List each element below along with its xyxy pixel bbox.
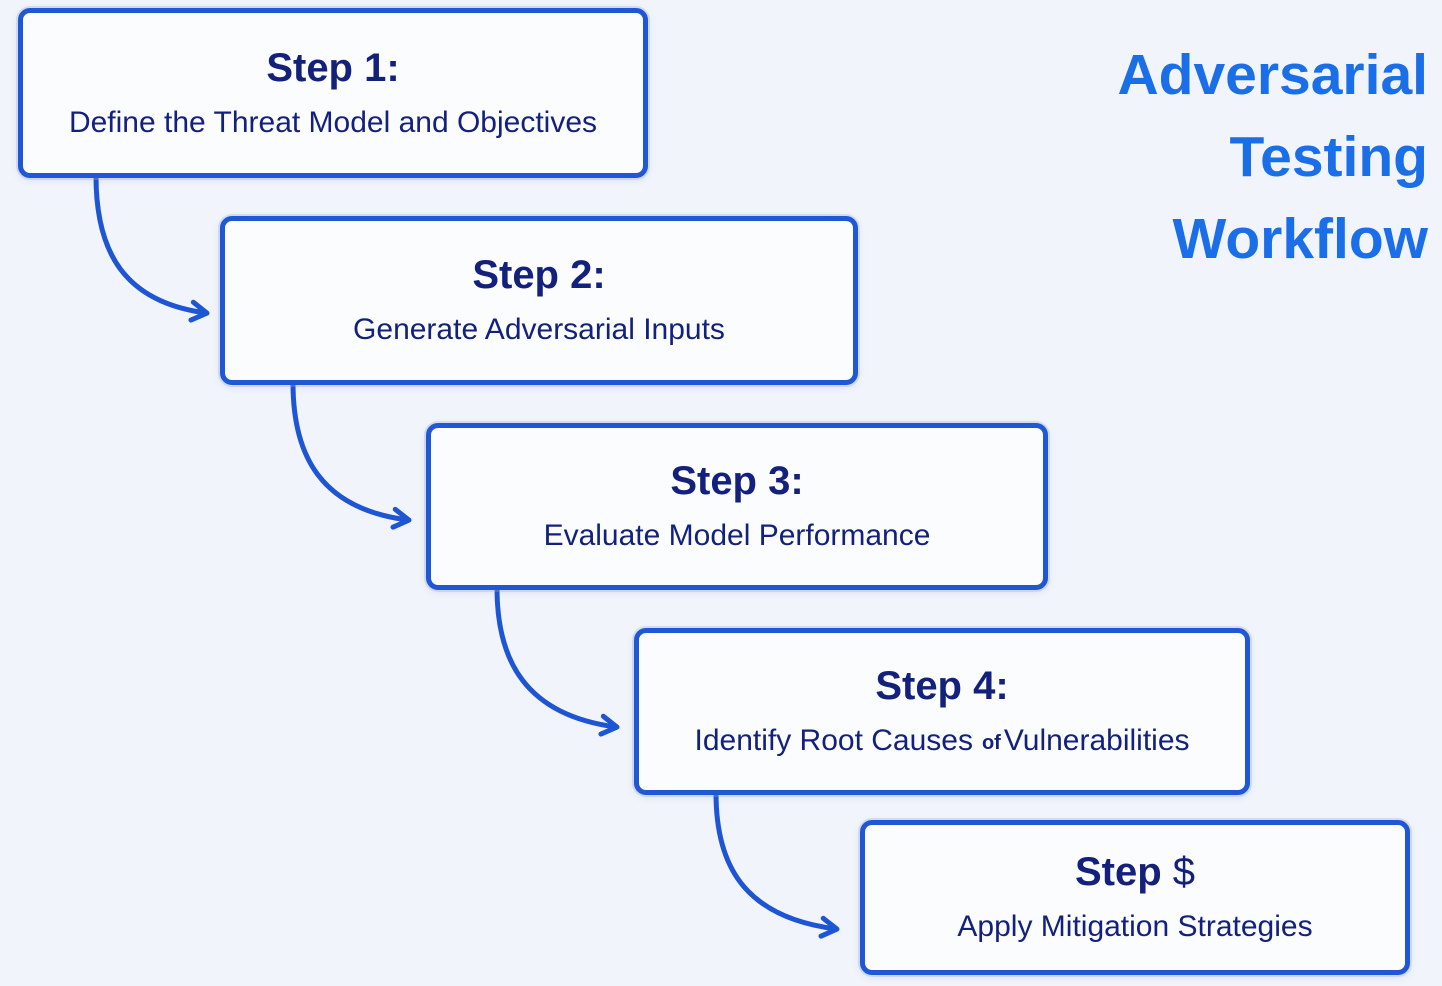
step-5-box: Step $ Apply Mitigation Strategies bbox=[860, 820, 1410, 975]
step-5-heading-text: Step bbox=[1074, 850, 1173, 895]
arrow-step1-to-step2-icon bbox=[93, 173, 210, 323]
title-line-3: Workflow bbox=[1172, 207, 1428, 272]
step-2-heading-text: Step 2: bbox=[472, 253, 606, 298]
step-4-heading: Step 4: bbox=[875, 664, 1008, 709]
step-5-heading: Step $ bbox=[1075, 850, 1195, 895]
title-line-2: Testing bbox=[1229, 125, 1428, 190]
step-3-heading-text: Step 3: bbox=[670, 459, 804, 504]
step-2-description-text: Generate Adversarial Inputs bbox=[353, 313, 725, 347]
step-3-description: Evaluate Model Performance bbox=[544, 518, 931, 553]
step-4-description-text-pre: Identify Root Causes bbox=[694, 724, 973, 758]
step-1-heading-text: Step 1: bbox=[266, 45, 400, 90]
step-5-heading-suffix: $ bbox=[1172, 850, 1196, 895]
step-5-description: Apply Mitigation Strategies bbox=[957, 909, 1312, 944]
step-5-description-text: Apply Mitigation Strategies bbox=[957, 910, 1313, 944]
step-4-description-small-word: of bbox=[981, 732, 1001, 755]
step-1-box: Step 1: Define the Threat Model and Obje… bbox=[18, 8, 648, 178]
arrow-step2-to-step3-icon bbox=[290, 380, 412, 530]
step-3-heading: Step 3: bbox=[670, 459, 803, 504]
step-1-heading: Step 1: bbox=[266, 46, 399, 91]
step-3-box: Step 3: Evaluate Model Performance bbox=[426, 423, 1048, 590]
arrow-step3-to-step4-icon bbox=[494, 585, 620, 737]
step-2-description: Generate Adversarial Inputs bbox=[353, 312, 725, 347]
step-1-description-text: Define the Threat Model and Objectives bbox=[68, 105, 598, 139]
step-2-box: Step 2: Generate Adversarial Inputs bbox=[220, 216, 858, 385]
diagram-title: Adversarial Testing Workflow bbox=[1117, 34, 1428, 280]
step-4-heading-text: Step 4: bbox=[875, 664, 1009, 709]
step-2-heading: Step 2: bbox=[472, 253, 605, 298]
arrow-step4-to-step5-icon bbox=[713, 790, 840, 939]
step-4-description-text-post: Vulnerabilities bbox=[1003, 724, 1190, 758]
step-3-description-text: Evaluate Model Performance bbox=[543, 519, 931, 553]
step-1-description: Define the Threat Model and Objectives bbox=[69, 105, 597, 140]
title-line-1: Adversarial bbox=[1117, 43, 1428, 107]
